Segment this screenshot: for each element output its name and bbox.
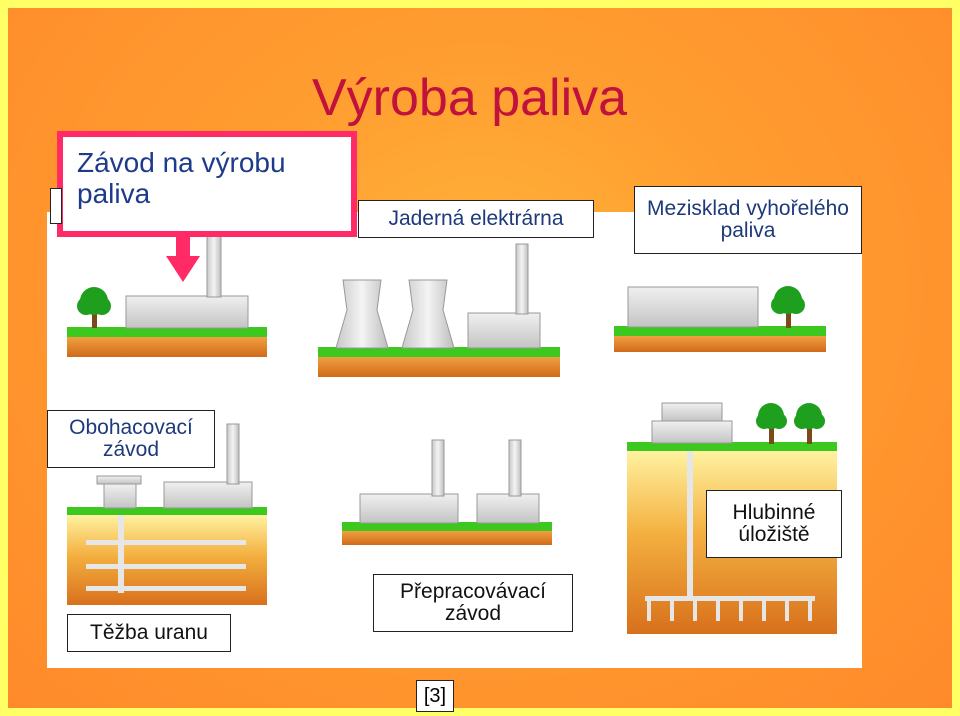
power-plant-scene [318,243,560,377]
fuel-plant-scene [67,222,267,357]
page-title: Výroba paliva [312,69,628,127]
deep-repository-label: Hlubinné úložiště [706,490,842,558]
tree-icon [756,403,787,444]
interim-storage-scene [614,286,826,352]
mining-label: Těžba uranu [67,614,231,652]
fuel-plant-highlight-label: Závod na výrobu paliva [57,131,357,237]
enrichment-label: Obohacovací závod [47,410,215,468]
power-plant-label: Jaderná elektrárna [358,200,594,238]
chimney-icon [508,439,522,497]
chimney-icon [515,243,529,315]
reprocessing-label: Přepracovávací závod [373,574,573,632]
interim-storage-label: Mezisklad vyhořelého paliva [634,186,862,254]
fuel-plant-label-edge [50,188,62,224]
cooling-tower-icon [335,279,389,349]
reprocessing-scene [342,439,552,545]
tree-icon [77,287,111,328]
cooling-tower-icon [401,279,455,349]
tree-icon [794,403,825,444]
chimney-icon [431,439,445,497]
citation-reference: [3] [416,680,454,712]
chimney-icon [226,423,240,485]
tree-icon [771,286,805,328]
mining-scene [67,423,267,605]
